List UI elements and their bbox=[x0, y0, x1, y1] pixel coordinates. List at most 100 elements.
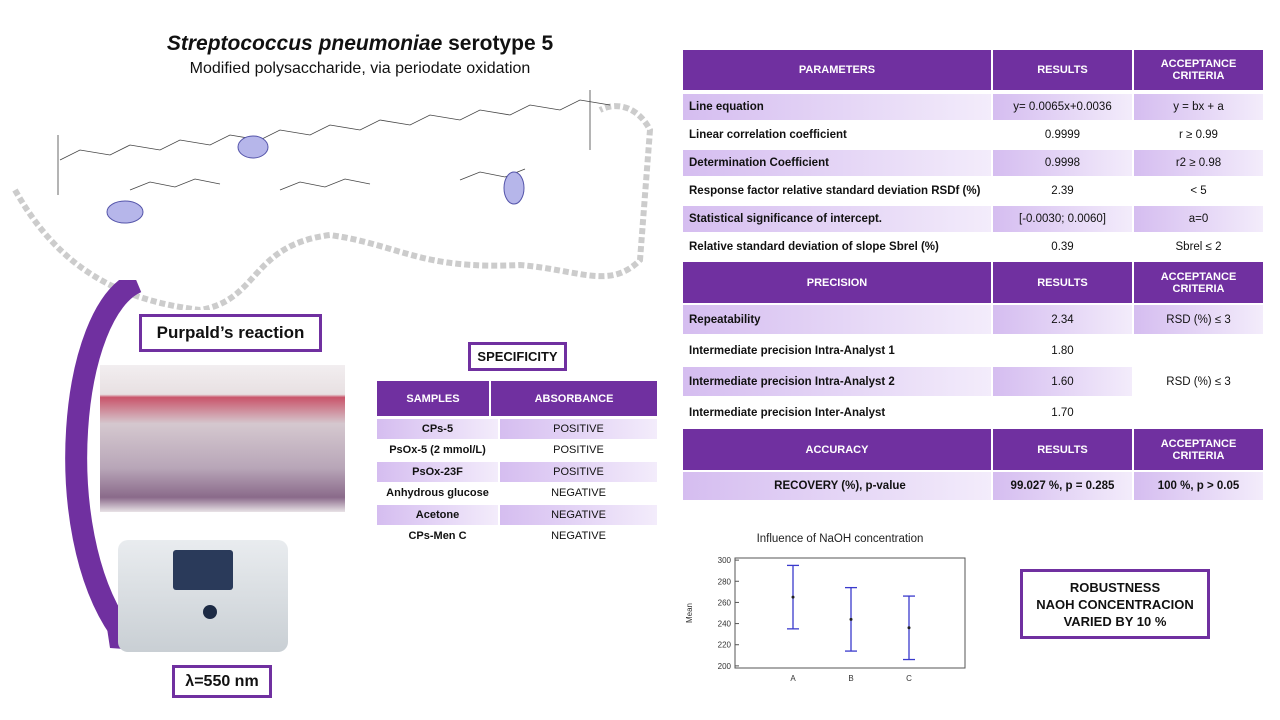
sample-name: PsOx-23F bbox=[377, 462, 498, 482]
parameter: Intermediate precision Inter-Analyst bbox=[689, 406, 886, 419]
linearity-header-param: PARAMETERS bbox=[683, 50, 991, 90]
parameter: Statistical significance of intercept. bbox=[683, 206, 991, 232]
specificity-label: SPECIFICITY bbox=[468, 342, 567, 371]
result: 2.34 bbox=[993, 305, 1132, 334]
robustness-line3: VARIED BY 10 % bbox=[1063, 613, 1167, 629]
title-species: Streptococcus pneumoniae bbox=[166, 32, 443, 55]
accuracy-header-results: RESULTS bbox=[993, 429, 1132, 470]
y-tick-label: 240 bbox=[718, 620, 732, 629]
parameter: Relative standard deviation of slope Sbr… bbox=[689, 241, 939, 253]
criteria: r2 ≥ 0.98 bbox=[1134, 150, 1263, 176]
spectrophotometer-photo bbox=[118, 540, 288, 652]
absorbance-result: POSITIVE bbox=[500, 419, 657, 439]
accuracy-header-param: ACCURACY bbox=[683, 429, 991, 470]
y-tick-label: 280 bbox=[718, 577, 732, 586]
absorbance-result: NEGATIVE bbox=[500, 505, 657, 525]
precision-row: Intermediate precision Inter-Analyst 1.70 bbox=[683, 398, 1263, 427]
linearity-header-results: RESULTS bbox=[993, 50, 1132, 90]
y-tick-label: 260 bbox=[718, 598, 732, 607]
criteria: y = bx + a bbox=[1134, 94, 1263, 120]
result: 1.80 bbox=[1051, 344, 1074, 357]
result: 2.39 bbox=[1051, 185, 1074, 197]
precision-header-criteria: ACCEPTANCE CRITERIA bbox=[1134, 262, 1263, 303]
result: [-0.0030; 0.0060] bbox=[993, 206, 1132, 232]
wavelength-label: λ=550 nm bbox=[172, 665, 272, 698]
mean-point bbox=[849, 617, 853, 621]
test-tubes-photo bbox=[100, 365, 345, 512]
parameter: Repeatability bbox=[683, 305, 991, 334]
result: 1.70 bbox=[1051, 406, 1074, 419]
linearity-row: Linear correlation coefficient 0.9999 r ≥ … bbox=[683, 122, 1263, 148]
chart-title: Influence of NaOH concentration bbox=[756, 533, 924, 545]
linearity-row: Response factor relative standard deviat… bbox=[683, 178, 1263, 204]
criteria: Sbrel ≤ 2 bbox=[1175, 241, 1222, 253]
criteria: RSD (%) ≤ 3 bbox=[1134, 305, 1263, 334]
criteria: a=0 bbox=[1134, 206, 1263, 232]
figure-subtitle: Modified polysaccharide, via periodate o… bbox=[189, 60, 531, 77]
parameter: Linear correlation coefficient bbox=[689, 129, 847, 141]
precision-row: Intermediate precision Intra-Analyst 1 1.… bbox=[683, 336, 1263, 427]
parameter: Determination Coefficient bbox=[683, 150, 991, 176]
linearity-row: Relative standard deviation of slope Sbr… bbox=[683, 234, 1263, 260]
mean-point bbox=[907, 626, 911, 630]
x-tick-label: C bbox=[906, 674, 912, 683]
header-absorbance: ABSORBANCE bbox=[490, 381, 657, 416]
result: 1.60 bbox=[993, 367, 1132, 396]
y-tick-label: 200 bbox=[718, 662, 732, 671]
y-tick-label: 220 bbox=[718, 641, 732, 650]
criteria: RSD (%) ≤ 3 bbox=[1134, 336, 1263, 427]
robustness-label: ROBUSTNESS NAOH CONCENTRACION VARIED BY … bbox=[1020, 569, 1210, 639]
figure-title: Streptococcus pneumoniae serotype 5 bbox=[140, 32, 580, 56]
parameter: Intermediate precision Intra-Analyst 2 bbox=[683, 367, 991, 396]
title-serotype: serotype 5 bbox=[442, 32, 554, 55]
result: y= 0.0065x+0.0036 bbox=[993, 94, 1132, 120]
criteria: 100 %, p > 0.05 bbox=[1134, 472, 1263, 500]
result: 0.9999 bbox=[1044, 129, 1081, 141]
plot-frame bbox=[734, 557, 966, 669]
criteria: r ≥ 0.99 bbox=[1179, 129, 1218, 141]
specificity-row: PsOx-5 (2 mmol/L)POSITIVE bbox=[377, 441, 657, 461]
robustness-line2: NAOH CONCENTRACION bbox=[1036, 596, 1194, 612]
result: 99.027 %, p = 0.285 bbox=[993, 472, 1132, 500]
parameter: Response factor relative standard deviat… bbox=[689, 185, 981, 197]
parameter: Line equation bbox=[683, 94, 991, 120]
sample-name: Acetone bbox=[377, 505, 498, 525]
parameter: RECOVERY (%), p-value bbox=[683, 472, 991, 500]
result: 0.39 bbox=[1051, 241, 1074, 253]
absorbance-result: POSITIVE bbox=[553, 444, 604, 457]
precision-header-param: PRECISION bbox=[683, 262, 991, 303]
aldehyde-group-icon bbox=[106, 135, 525, 224]
linearity-row: Statistical significance of intercept.[-… bbox=[683, 206, 1263, 232]
accuracy-header-criteria: ACCEPTANCE CRITERIA bbox=[1134, 429, 1263, 470]
result: 0.9998 bbox=[993, 150, 1132, 176]
precision-header-results: RESULTS bbox=[993, 262, 1132, 303]
x-tick-label: A bbox=[790, 674, 796, 683]
absorbance-result: POSITIVE bbox=[500, 462, 657, 482]
x-tick-label: B bbox=[848, 674, 853, 683]
header-samples: SAMPLES bbox=[377, 381, 489, 416]
linearity-header-criteria: ACCEPTANCE CRITERIA bbox=[1134, 50, 1263, 90]
y-axis-label: Mean bbox=[685, 603, 694, 623]
robustness-line1: ROBUSTNESS bbox=[1069, 579, 1161, 595]
purpald-reaction-label: Purpald’s reaction bbox=[139, 314, 322, 352]
sample-name: CPs-5 bbox=[377, 419, 498, 439]
mean-point bbox=[791, 595, 795, 599]
sample-name: CPs-Men C bbox=[408, 530, 467, 543]
parameter: Intermediate precision Intra-Analyst 1 bbox=[689, 344, 895, 357]
sample-name: Anhydrous glucose bbox=[386, 487, 489, 500]
polysaccharide-structure-illustration bbox=[12, 90, 654, 310]
